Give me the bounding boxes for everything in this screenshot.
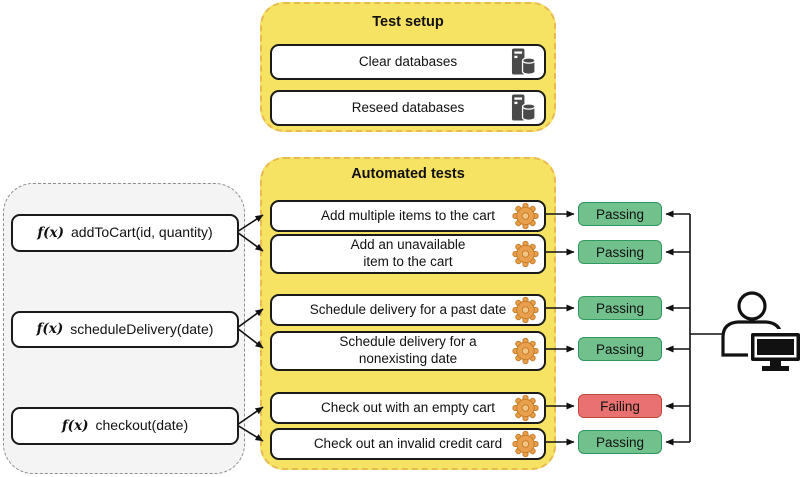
test-label: Check out with an empty cart	[320, 399, 496, 415]
test-schedule-past-date: Schedule delivery for a past date	[270, 294, 546, 326]
test-setup-title: Test setup	[372, 14, 444, 30]
gear-icon	[512, 240, 539, 268]
gear-icon	[512, 430, 539, 458]
status-badge: Passing	[578, 337, 662, 361]
test-label: Add multiple items to the cart	[320, 207, 496, 223]
function-scheduledelivery: f(x) scheduleDelivery(date)	[11, 311, 239, 348]
functions-panel: f(x) addToCart(id, quantity) f(x) schedu…	[3, 183, 245, 474]
test-label: Add an unavailable item to the cart	[350, 237, 466, 269]
step-clear-databases: Clear databases	[270, 44, 546, 80]
function-signature: checkout(date)	[95, 417, 189, 434]
test-label: Schedule delivery for a past date	[309, 301, 507, 317]
status-badge: Passing	[578, 430, 662, 454]
test-label: Schedule delivery for a nonexisting date	[339, 334, 477, 366]
fx-symbol: f(x)	[61, 417, 89, 434]
status-badge: Passing	[578, 296, 662, 320]
test-setup-panel: Test setup Clear databases Reseed databa…	[260, 2, 556, 132]
test-label: Check out an invalid credit card	[313, 435, 503, 451]
gear-icon	[512, 296, 539, 324]
test-add-unavailable-item: Add an unavailable item to the cart	[270, 234, 546, 274]
person-at-computer-icon	[721, 291, 803, 371]
status-badge: Failing	[578, 394, 662, 418]
automated-tests-title: Automated tests	[351, 166, 465, 182]
function-signature: addToCart(id, quantity)	[71, 224, 213, 241]
test-add-multiple-items: Add multiple items to the cart	[270, 200, 546, 232]
test-schedule-nonexisting-date: Schedule delivery for a nonexisting date	[270, 331, 546, 371]
status-badge: Passing	[578, 202, 662, 226]
fx-symbol: f(x)	[36, 321, 64, 338]
step-label: Reseed databases	[351, 99, 465, 115]
step-label: Clear databases	[358, 53, 458, 69]
status-badge: Passing	[578, 240, 662, 264]
gear-icon	[512, 337, 539, 365]
automated-tests-panel: Automated tests Add multiple items to th…	[260, 157, 556, 470]
database-server-icon	[511, 48, 536, 75]
gear-icon	[512, 394, 539, 422]
gear-icon	[512, 202, 539, 230]
test-checkout-invalid-card: Check out an invalid credit card	[270, 428, 546, 460]
function-addtocart: f(x) addToCart(id, quantity)	[11, 214, 239, 252]
database-server-icon	[511, 94, 536, 121]
fx-symbol: f(x)	[37, 224, 64, 241]
function-signature: scheduleDelivery(date)	[70, 320, 214, 337]
step-reseed-databases: Reseed databases	[270, 90, 546, 126]
function-checkout: f(x) checkout(date)	[11, 407, 239, 445]
test-checkout-empty-cart: Check out with an empty cart	[270, 392, 546, 424]
